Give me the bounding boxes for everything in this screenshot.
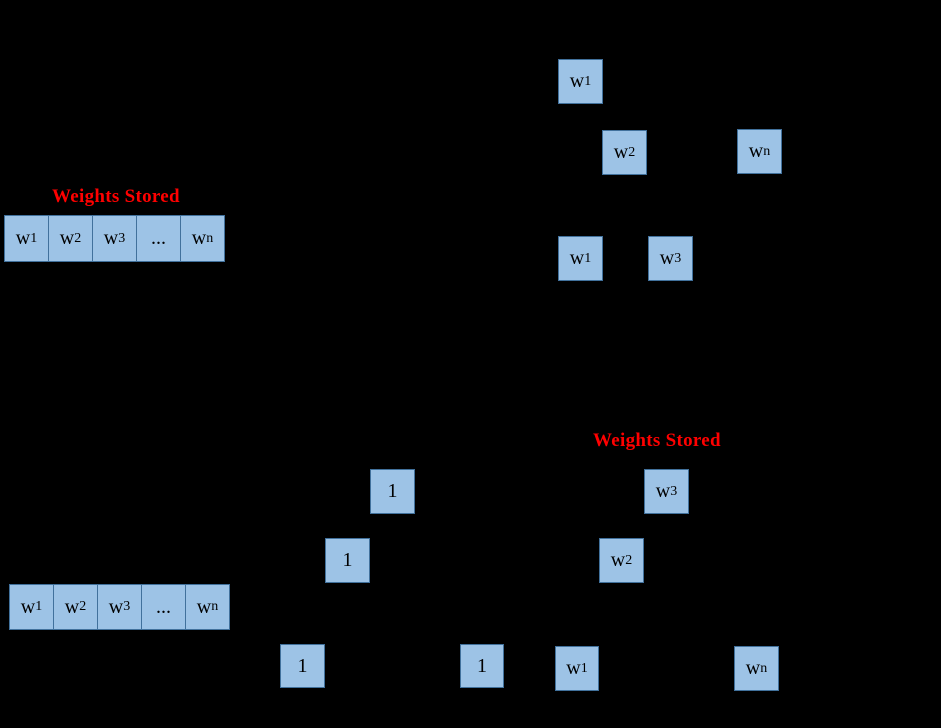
node-base: 1: [342, 549, 353, 571]
node-base: 1: [477, 654, 487, 677]
weight-cell-ellipsis: ...: [141, 584, 186, 630]
cell-base: w: [59, 227, 75, 249]
weight-cell-ellipsis: ...: [136, 215, 181, 262]
cell-base: w: [191, 227, 207, 249]
node-box-one-left-leaf: 1: [280, 644, 325, 688]
node-base: w: [569, 247, 585, 269]
cell-base: w: [64, 595, 80, 618]
node-base: 1: [387, 480, 398, 502]
node-box-one-mid-leaf: 1: [460, 644, 504, 688]
node-base: w: [659, 247, 675, 269]
node-box-one-upper: 1: [370, 469, 415, 514]
node-base: w: [610, 549, 626, 571]
cell-base: w: [15, 227, 31, 249]
cell-base: w: [196, 595, 212, 618]
node-base: w: [745, 657, 761, 679]
node-base: w: [748, 140, 764, 162]
cell-base: w: [20, 595, 36, 618]
node-box-one-middle: 1: [325, 538, 370, 583]
node-base: 1: [297, 654, 308, 677]
node-base: w: [613, 141, 629, 163]
cell-base: w: [108, 595, 124, 618]
cell-base: w: [103, 227, 119, 249]
cell-base: ...: [156, 595, 171, 618]
node-base: w: [569, 70, 585, 92]
cell-base: ...: [151, 227, 166, 249]
weights-stored-label-left: Weights Stored: [52, 186, 180, 207]
node-base: w: [655, 480, 671, 502]
node-base: w: [566, 657, 581, 679]
weights-stored-label-right: Weights Stored: [593, 430, 721, 451]
